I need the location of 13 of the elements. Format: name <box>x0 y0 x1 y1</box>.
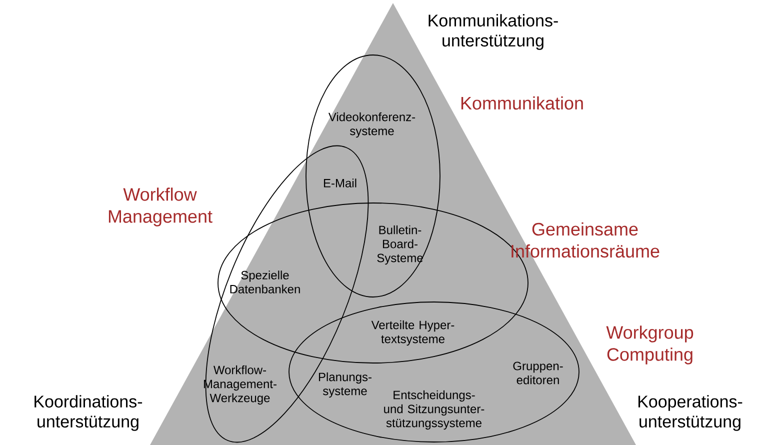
corner-label: Koordinations- unterstützung <box>34 395 142 431</box>
region-label: Workgroup Computing <box>606 326 694 364</box>
region-label: Kommunikation <box>461 96 583 110</box>
corner-label: Kommunikations- unterstützung <box>428 14 558 50</box>
region-label: Workflow Management <box>108 188 212 226</box>
system-label: Gruppen- editoren <box>513 362 563 384</box>
system-label: Verteilte Hyper- textsysteme <box>371 320 454 346</box>
corner-label: Kooperations- unterstützung <box>638 395 742 431</box>
system-label: Videokonferenz- systeme <box>328 112 416 138</box>
system-label: E-Mail <box>324 178 356 188</box>
system-label: Planungs- systeme <box>318 372 372 398</box>
system-label: Entscheidungs- und Sitzungsunter- stützungssysteme <box>384 390 484 430</box>
system-label: Spezielle Datenbanken <box>230 270 300 294</box>
